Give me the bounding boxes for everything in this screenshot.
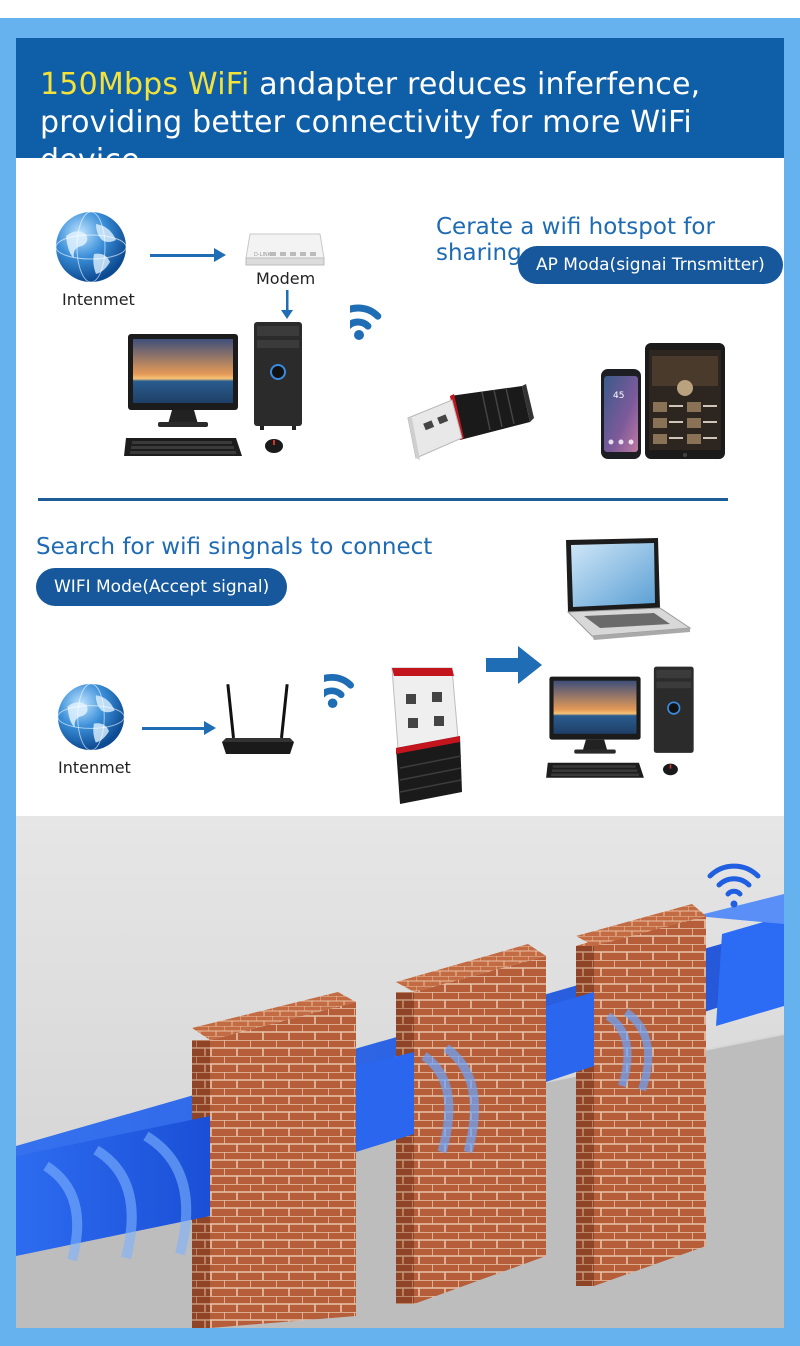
modem-icon: D-LINK [245,233,325,266]
smartphone-icon: 45 [601,369,641,459]
internet-label: Intenmet [58,758,131,777]
laptop-icon [566,538,692,640]
header-headline: 150Mbps WiFi andapter reduces inferfence… [40,66,784,180]
page-frame: 150Mbps WiFi andapter reduces inferfence… [0,18,800,1346]
wifi-mode-pill: WIFI Mode(Accept signal) [36,568,288,606]
tablet-icon [645,343,725,459]
header-line1: andapter reduces inferfence, [249,67,701,102]
content-panel: 150Mbps WiFi andapter reduces inferfence… [16,38,784,1328]
globe-icon [55,211,127,283]
desktop-computer-icon [546,666,694,778]
usb-adapter-icon [391,667,462,804]
globe-icon [57,683,125,751]
svg-text:45: 45 [613,391,624,401]
section-divider [38,498,728,501]
wifi-section-title: Search for wifi singnals to connect [36,534,433,560]
header-line2: providing better connectivity for more W… [40,105,692,178]
top-strip [0,0,800,19]
header-banner: 150Mbps WiFi andapter reduces inferfence… [16,38,784,178]
internet-label: Intenmet [62,290,135,309]
wifi-signal-icon [324,674,354,709]
ap-section-title: Cerate a wifi hotspot for sharing [436,214,715,266]
arrow-right-icon [486,646,542,684]
arrow-down-icon [281,290,293,319]
ap-mode-pill: AP Moda(signai Trnsmitter) [518,246,783,284]
modem-label: Modem [256,269,316,288]
desktop-computer-icon [124,322,302,456]
arrow-icon [142,721,216,735]
wifi-signal-icon [350,304,382,340]
router-icon [222,684,294,754]
header-highlight: 150Mbps WiFi [40,67,250,102]
svg-text:D-LINK: D-LINK [254,252,272,258]
usb-adapter-icon [407,384,534,460]
brick-wall-illustration [16,816,784,1328]
arrow-icon [150,248,226,262]
